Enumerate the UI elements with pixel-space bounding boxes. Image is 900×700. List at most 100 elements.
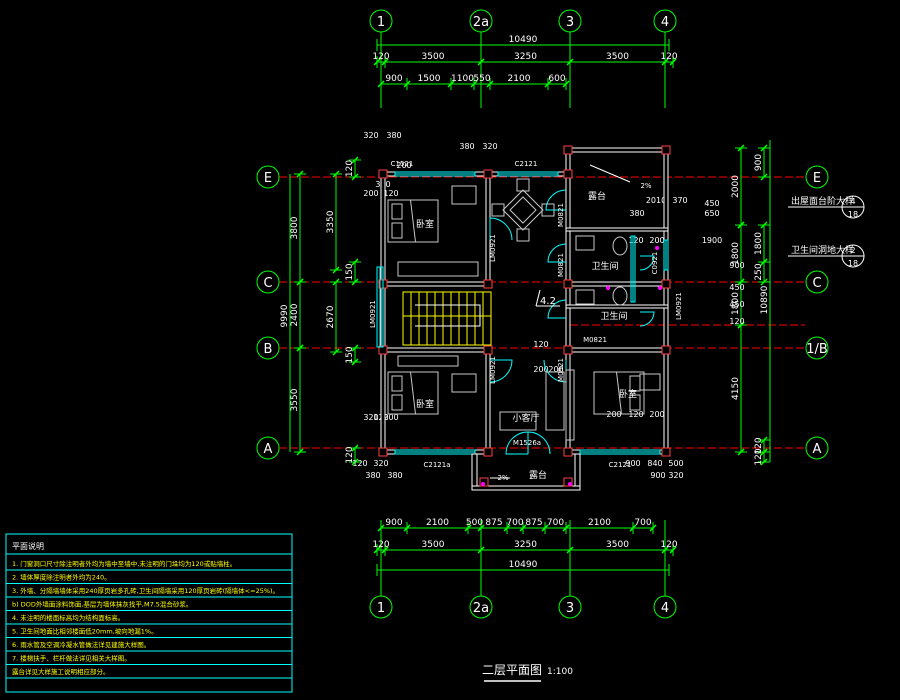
dim-misc-text: 200 bbox=[649, 410, 664, 419]
column bbox=[378, 169, 388, 179]
dim-bottom-row1-text: 700 bbox=[634, 518, 651, 528]
door-bath-inner2 bbox=[639, 311, 655, 327]
dim-bottom-row2-slash bbox=[373, 546, 381, 554]
bed-sw bbox=[387, 371, 439, 415]
balcony-wall-right bbox=[574, 453, 581, 491]
floor-drain bbox=[658, 286, 662, 290]
column bbox=[483, 345, 493, 355]
dim-misc-text: 200 bbox=[649, 236, 664, 245]
axis-bubble-left bbox=[256, 270, 280, 294]
dim-bottom-row1-slash bbox=[629, 524, 637, 532]
axis-bubble-right bbox=[805, 436, 829, 460]
dim-bottom-row2-slash bbox=[661, 546, 669, 554]
axis-bubble-left bbox=[256, 165, 280, 189]
dim-bottom-total: 10490 bbox=[509, 560, 538, 570]
dim-misc-text: 900 bbox=[729, 261, 744, 270]
dim-misc-text: 320 bbox=[668, 471, 683, 480]
bed-frame bbox=[387, 371, 439, 415]
room-label-bedroom-nw: 卧室 bbox=[416, 218, 434, 230]
room-label-bedroom-sw: 卧室 bbox=[416, 398, 434, 410]
dim-bottom-row1-text: 875 bbox=[485, 518, 502, 528]
dim-right-outer2-slash bbox=[737, 221, 745, 229]
dim-misc-text: 200 bbox=[396, 161, 411, 170]
door-bath2 bbox=[547, 299, 567, 319]
washbasin bbox=[575, 289, 595, 305]
dim-top-row2-slash bbox=[373, 58, 381, 66]
dim-top-row3-text: 1500 bbox=[418, 74, 441, 84]
column bbox=[483, 279, 493, 289]
axis-bubble-top bbox=[653, 9, 677, 33]
notes-frame bbox=[5, 533, 293, 693]
wall-bath-top bbox=[565, 227, 669, 232]
dim-bottom-row2-text: 3250 bbox=[514, 540, 537, 550]
dim-bottom-row1-text: 700 bbox=[506, 518, 523, 528]
dim-top-row3-text: 600 bbox=[548, 74, 565, 84]
label-door-lm: LM0921 bbox=[489, 234, 497, 262]
dim-misc-text: 200 bbox=[363, 189, 378, 198]
notes-heading: 平面说明 bbox=[12, 541, 44, 551]
dim-bottom-row1-slash bbox=[464, 524, 472, 532]
axis-bubble-top-label: 2a bbox=[473, 15, 489, 30]
notes-line: 2. 墙体厚度除注明者外均为240。 bbox=[12, 573, 111, 582]
axis-bubble-right-label: E bbox=[813, 171, 821, 186]
dim-top-row2-text: 3500 bbox=[606, 52, 629, 62]
level-leader bbox=[535, 289, 541, 307]
dim-left-outer3-slash bbox=[296, 344, 304, 352]
dim-right-inner3-slash bbox=[760, 278, 768, 286]
dim-right-outer4-text: 4150 bbox=[731, 377, 741, 400]
dim-bottom-row2-slash bbox=[381, 546, 389, 554]
dim-misc-text: 120 bbox=[533, 340, 548, 349]
axis-bubble-left-label: B bbox=[264, 342, 273, 357]
door-living-a bbox=[527, 431, 551, 455]
nightstand bbox=[451, 185, 477, 205]
dim-misc-text: 200 bbox=[548, 365, 563, 374]
wall-b-right bbox=[565, 347, 669, 353]
axis-bubble-right-label: 1/B bbox=[806, 342, 828, 357]
dim-misc-text: 320 bbox=[363, 413, 378, 422]
detail-ref-2-num: 2 bbox=[850, 246, 855, 255]
axis-bubble-bottom bbox=[369, 595, 393, 619]
column bbox=[661, 145, 671, 155]
wall-b-left bbox=[380, 347, 492, 353]
dim-left-outer-text: 3800 bbox=[290, 216, 300, 239]
dim-bottom-row2-text: 120 bbox=[372, 540, 389, 550]
dining-chair bbox=[516, 178, 530, 192]
dining-table bbox=[502, 189, 544, 231]
dim-top-row3-slash bbox=[470, 80, 478, 88]
axis-bubble-left-label: E bbox=[264, 171, 272, 186]
column bbox=[563, 145, 573, 155]
dim-left-small-slash bbox=[351, 173, 359, 181]
axis-bubble-right-label: C bbox=[812, 276, 821, 291]
dim-top-row2-text: 3250 bbox=[514, 52, 537, 62]
notes-line: 6. 雨水管及空调冷凝水管做法详见建施大样图。 bbox=[12, 640, 150, 649]
dim-top-row2-slash bbox=[661, 58, 669, 66]
detail-ref-2-text: 卫生间洞地大样 bbox=[791, 244, 854, 256]
axis-bubble-bottom bbox=[469, 595, 493, 619]
dim-misc-text: 120 bbox=[352, 459, 367, 468]
dim-misc-text: 450 bbox=[729, 283, 744, 292]
dim-left-outer2-text: 2400 bbox=[290, 303, 300, 326]
label-window-c2121-br: C2121 bbox=[609, 461, 632, 469]
dim-bottom-row1-slash bbox=[541, 524, 549, 532]
axis-bubble-top-label: 4 bbox=[661, 15, 669, 30]
room-label-bath-2: 卫生间 bbox=[600, 310, 627, 322]
dim-bottom-row2-text: 120 bbox=[660, 540, 677, 550]
dim-bottom-row1-slash bbox=[477, 524, 485, 532]
dim-misc-text: 320 bbox=[363, 131, 378, 140]
dim-bottom-row1-slash bbox=[503, 524, 511, 532]
bed-pillow bbox=[629, 375, 641, 392]
dim-right-outer-slash bbox=[737, 144, 745, 152]
wall-bath-mid bbox=[565, 304, 669, 309]
axis-bubble-right bbox=[805, 165, 829, 189]
label-window-c1521: C1521 bbox=[391, 160, 414, 168]
dim-top-row3-slash bbox=[486, 80, 494, 88]
dim-right-small2-slash bbox=[760, 448, 768, 456]
axis-bubble-bottom-label: 2a bbox=[473, 601, 489, 616]
axis-bubble-bottom-label: 3 bbox=[566, 601, 574, 616]
dim-right-small-slash bbox=[760, 436, 768, 444]
dim-misc-text: 2010 bbox=[646, 196, 666, 205]
nightstand bbox=[451, 373, 477, 393]
washbasin bbox=[575, 235, 595, 251]
dim-bottom-row1-slash bbox=[403, 524, 411, 532]
axis-bubble-bottom-label: 1 bbox=[377, 601, 385, 616]
